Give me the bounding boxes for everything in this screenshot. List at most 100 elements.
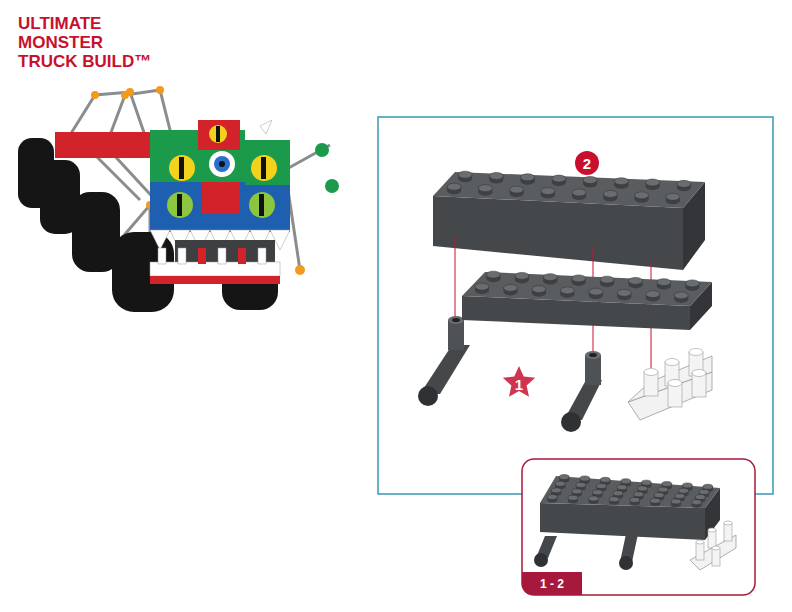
assembled-bricks-part [540,503,705,540]
brick-studs-part-part [674,292,688,299]
eyes-part [251,155,277,181]
brick-2-part [433,196,683,270]
white-pegs-part-part [665,359,679,366]
brick-studs [547,475,713,508]
brick-studs-part [589,288,603,299]
brick-studs-part [543,274,557,285]
brick-studs-part-part [583,176,597,183]
bumper-pegs-part [218,248,226,264]
bumper-pegs-part [258,248,266,264]
brick-studs-part [510,186,524,197]
brick-studs-part [685,280,699,291]
bumper-pegs [158,248,266,264]
brick-studs-part-part [572,275,586,282]
brick-studs-part [646,179,660,190]
brick-1-part [462,272,712,306]
brick-1-part [448,320,464,350]
rod-connectors-part [121,91,129,99]
brick-studs-part-part [572,489,582,494]
brick-studs-part [583,176,597,187]
rod-connectors-part [156,86,164,94]
brick-studs-part [489,172,503,183]
bumper-red [150,276,280,284]
brick-studs-part [521,174,535,185]
brick-studs-part-part [658,487,668,492]
brick-studs-part [692,500,702,508]
brick-studs-part [671,499,681,507]
brick-1-part [448,316,464,324]
brick-studs-part [614,178,628,189]
rod-connectors-part [295,265,305,275]
brick-studs-part-part [603,190,617,197]
white-pegs-part-part [708,528,716,532]
brick-studs-part-part [521,174,535,181]
callout-number: 2 [575,151,599,175]
eyes-part [216,126,220,142]
eyes-part [209,125,227,143]
brick-studs-part [657,279,671,290]
green-block [245,140,290,185]
brick-studs-part [677,180,691,191]
eyes-part [177,194,182,216]
brick-studs-part [515,272,529,283]
brick-studs-part [572,275,586,286]
brick-studs-part-part [478,185,492,192]
horn [260,120,272,134]
callout-number: 1 [507,372,531,396]
bumper-pegs-part [158,248,166,264]
brick-studs-part-part [559,475,569,480]
brick-studs-part [547,494,557,502]
brick-studs-part-part [475,283,489,290]
brick-1-part [585,351,601,359]
red-block [202,182,240,214]
brick-studs-part-part [576,482,586,487]
brick-1-part [418,386,438,406]
step-tab [522,572,582,595]
brick-studs [447,171,691,204]
brick-studs-part-part [699,489,709,494]
white-pegs-part-part [708,530,716,548]
brick-studs-part-part [637,486,647,491]
brick-studs-part-part [592,490,602,495]
brick-studs-part-part [628,277,642,284]
brick-studs-part-part [609,497,619,502]
guide-lines-part [455,238,456,318]
eyes-part [209,151,235,177]
brick-studs-part [475,283,489,294]
brick-studs-part [650,498,660,506]
brick-studs-part [503,284,517,295]
brick-studs-part-part [547,494,557,499]
brick-1 [418,271,712,432]
brick-studs-part [541,188,555,199]
brick-studs-part-part [589,496,599,501]
brick-studs-part-part [600,477,610,482]
step-range: 1 - 2 [522,572,582,595]
brick-studs-part-part [614,178,628,185]
brick-2 [433,171,705,270]
brick-studs-part [458,171,472,182]
brick-studs-part-part [580,476,590,481]
brick-studs-part-part [458,171,472,178]
brick-studs-part-part [568,495,578,500]
eyes-part [261,157,266,179]
brick-studs-part-part [685,280,699,287]
eyes-part [167,192,193,218]
white-pegs-part [712,546,720,566]
brick-studs-part [552,175,566,186]
brick-studs-part-part [489,172,503,179]
brick-studs-part [486,271,500,282]
red-block [198,120,240,150]
brick-studs-part [674,292,688,303]
brick-studs-part [630,497,640,505]
brick-studs-part-part [552,175,566,182]
bumper-pegs-part [178,248,186,264]
white-pegs-part-part [712,546,720,550]
brick-studs-part-part [486,271,500,278]
brick-studs-part [560,287,574,298]
eyes-part [214,156,230,172]
brick-studs-part-part [657,279,671,286]
red-deck [55,132,150,158]
green-antenna-part [315,143,329,157]
bumper-red-pegs-part [238,248,246,264]
brick-studs-part-part [447,183,461,190]
